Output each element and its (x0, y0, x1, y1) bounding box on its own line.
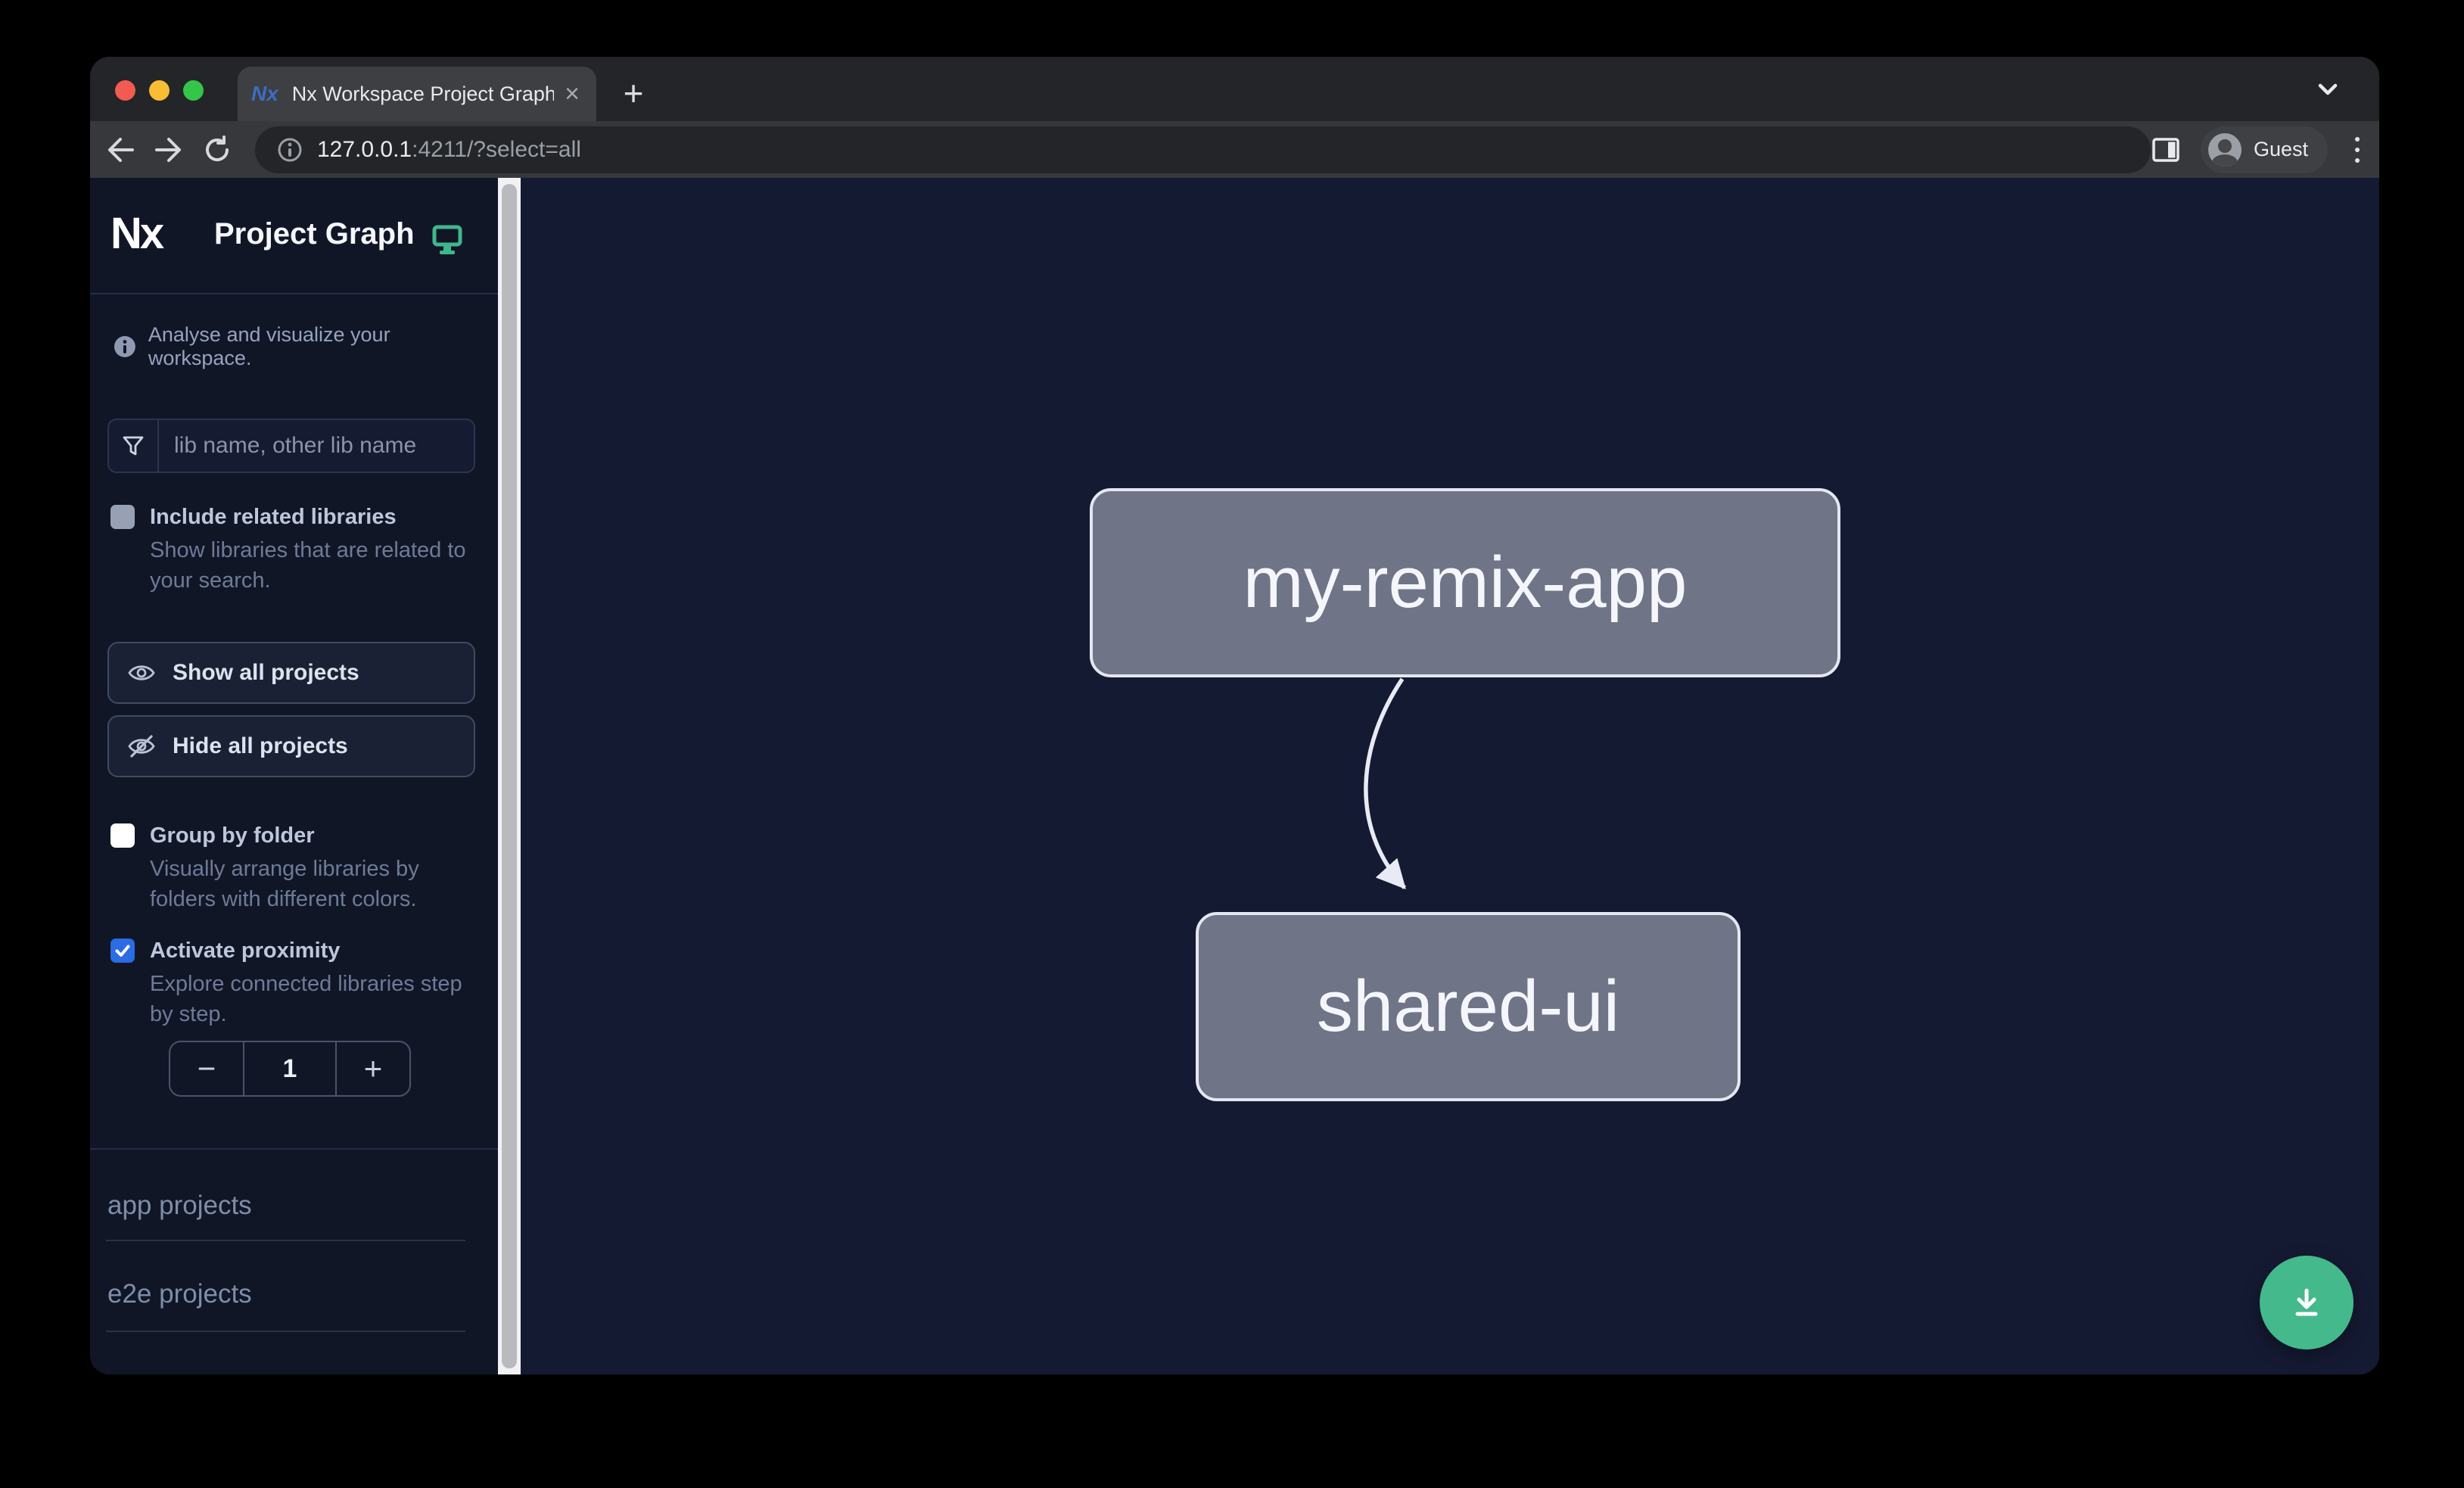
chevron-down-icon[interactable] (2313, 76, 2343, 102)
minimize-window-button[interactable] (149, 80, 170, 101)
profile-label: Guest (2254, 138, 2309, 160)
site-info-icon[interactable] (276, 136, 303, 163)
eye-off-icon (128, 735, 155, 758)
node-shared-ui[interactable]: shared-ui (1196, 912, 1741, 1101)
section-app-underline (106, 1240, 465, 1241)
sections-divider (90, 1148, 498, 1150)
zoom-window-button[interactable] (183, 80, 204, 101)
avatar-icon (2208, 132, 2242, 167)
url-host: 127.0.0.1 (317, 136, 412, 162)
address-bar[interactable]: 127.0.0.1:4211/?select=all (255, 126, 2151, 173)
sidebar-scrollbar-thumb[interactable] (502, 184, 517, 1368)
activate-proximity-label: Activate proximity (150, 939, 341, 963)
info-icon (114, 336, 135, 357)
node-my-remix-app[interactable]: my-remix-app (1090, 488, 1840, 677)
browser-toolbar: 127.0.0.1:4211/?select=all Guest (90, 121, 2379, 178)
back-icon[interactable] (104, 133, 137, 167)
activate-proximity-description: Explore connected libraries step by step… (150, 972, 462, 1026)
sidebar-header: Nx Project Graph (90, 178, 498, 293)
browser-window: Nx Nx Workspace Project Graph × + 127.0.… (90, 57, 2379, 1374)
url-path: :4211/?select=all (412, 136, 581, 162)
tagline-text: Analyse and visualize your workspace. (148, 323, 390, 369)
tab-close-icon[interactable]: × (565, 79, 580, 108)
window-content: Nx Project Graph Analyse and visualize y… (90, 178, 2379, 1374)
section-e2e-underline (106, 1331, 465, 1332)
download-graph-button[interactable] (2260, 1256, 2354, 1349)
profile-button[interactable]: Guest (2201, 126, 2329, 173)
nx-favicon-icon: Nx (251, 82, 278, 105)
include-related-label: Include related libraries (150, 505, 397, 529)
tab-title: Nx Workspace Project Graph (291, 82, 555, 105)
checkmark-icon (115, 945, 130, 957)
group-by-folder-label: Group by folder (150, 823, 315, 848)
include-related-checkbox[interactable] (110, 505, 135, 529)
close-window-button[interactable] (115, 80, 135, 101)
sidebar-scrollbar (498, 178, 521, 1374)
group-by-folder-description: Visually arrange libraries by folders wi… (150, 857, 419, 911)
show-all-projects-label: Show all projects (173, 660, 359, 685)
eye-icon (128, 665, 155, 680)
activate-proximity-row: Activate proximity Explore connected lib… (110, 937, 478, 1029)
sidebar: Nx Project Graph Analyse and visualize y… (90, 178, 498, 1374)
edge-my-remix-app-to-shared-ui (1364, 677, 1407, 890)
hide-all-projects-button[interactable]: Hide all projects (107, 715, 475, 777)
filter-input[interactable] (159, 433, 481, 459)
monitor-icon[interactable] (432, 225, 462, 257)
forward-icon[interactable] (152, 133, 185, 167)
proximity-stepper: − 1 + (169, 1041, 411, 1097)
group-by-folder-row: Group by folder Visually arrange librari… (110, 822, 478, 914)
include-related-description: Show libraries that are related to your … (150, 538, 466, 593)
download-icon (2295, 1288, 2318, 1316)
section-app-projects: app projects (107, 1191, 252, 1220)
tagline-row: Analyse and visualize your workspace. (114, 323, 498, 370)
side-panel-icon[interactable] (2151, 136, 2181, 163)
proximity-value: 1 (243, 1042, 337, 1095)
header-divider (90, 293, 498, 294)
show-all-projects-button[interactable]: Show all projects (107, 642, 475, 704)
section-e2e-projects: e2e projects (107, 1279, 252, 1309)
url-text: 127.0.0.1:4211/?select=all (317, 137, 581, 163)
include-related-row: Include related libraries Show libraries… (110, 503, 478, 596)
group-by-folder-checkbox[interactable] (110, 823, 135, 848)
tab-strip: Nx Nx Workspace Project Graph × + (90, 57, 2379, 121)
activate-proximity-checkbox[interactable] (110, 939, 135, 963)
new-tab-button[interactable]: + (623, 73, 644, 113)
proximity-decrement-button[interactable]: − (197, 1051, 216, 1086)
reload-icon[interactable] (201, 133, 234, 167)
page-title: Project Graph (214, 217, 415, 251)
traffic-lights (115, 80, 204, 101)
tab-nx-workspace-project-graph[interactable]: Nx Nx Workspace Project Graph × (238, 67, 596, 121)
hide-all-projects-label: Hide all projects (173, 733, 348, 758)
graph-canvas[interactable]: my-remix-app shared-ui (521, 178, 2379, 1374)
nx-logo: Nx (110, 209, 164, 258)
filter-box (107, 419, 481, 473)
graph-edges (1364, 677, 1407, 890)
toolbar-right: Guest (2151, 126, 2367, 173)
funnel-icon (109, 420, 159, 472)
browser-menu-icon[interactable] (2347, 136, 2367, 163)
proximity-increment-button[interactable]: + (363, 1051, 383, 1086)
